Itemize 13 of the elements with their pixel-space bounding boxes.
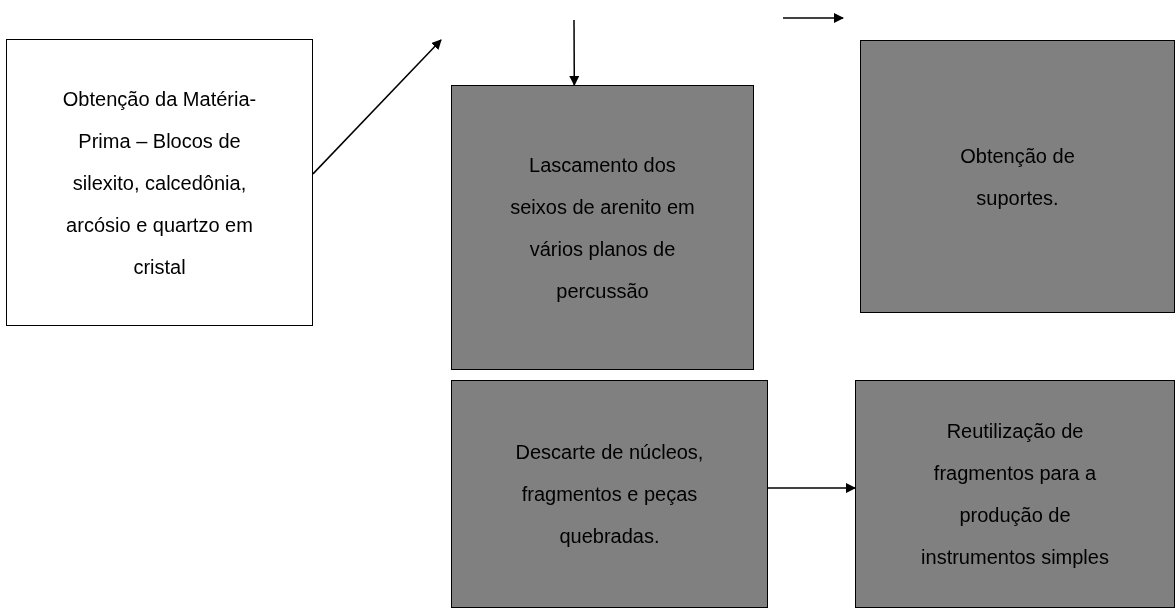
process-box [6, 39, 313, 326]
process-box [451, 380, 768, 608]
box-text: Reutilização de fragmentos para a produção de instrumentos simples [920, 419, 1110, 570]
box-text: Obtenção de suportes. [959, 143, 1076, 211]
process-box [860, 40, 1175, 313]
process-box [855, 380, 1175, 608]
box-text: Lascamento dos seixos de arenito em vários planos de percussão [509, 152, 696, 304]
arrow [312, 39, 442, 175]
process-box [451, 85, 754, 370]
arrow [569, 19, 580, 86]
arrow [767, 483, 856, 494]
box-text: Obtenção da Matéria-Prima – Blocos de silexito, calcedônia, arcósio e quartzo em cristal [61, 86, 258, 280]
box-text: Descarte de núcleos, fragmentos e peças quebradas. [514, 440, 705, 549]
